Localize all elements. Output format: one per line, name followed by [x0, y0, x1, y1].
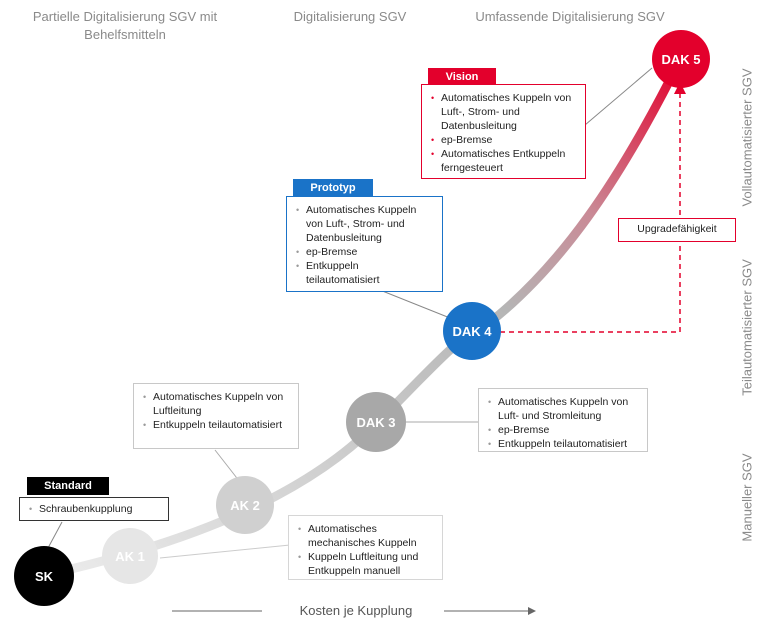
- node-ak2-label: AK 2: [230, 497, 260, 513]
- side-label-teilautomatisiert: Teilautomatisierter SGV: [739, 259, 755, 396]
- ak1-item: Automatisches mechanisches Kuppeln: [297, 522, 434, 550]
- node-ak2: AK 2: [216, 476, 274, 534]
- column-heading-right: Umfassende Digitalisierung SGV: [475, 9, 665, 24]
- side-label-vollautomatisiert: Vollautomatisierter SGV: [739, 68, 755, 207]
- node-sk-label: SK: [34, 568, 54, 584]
- prototyp-item: Entkuppeln teilautomatisiert: [295, 259, 434, 287]
- vision-tag: Vision: [428, 68, 496, 86]
- node-dak5: DAK 5: [652, 30, 710, 88]
- standard-box: Schraubenkupplung: [19, 497, 169, 521]
- standard-tag: Standard: [27, 477, 109, 495]
- upgrade-path: [500, 90, 681, 333]
- prototyp-box: Automatisches Kuppeln von Luft-, Strom- …: [286, 196, 443, 292]
- prototyp-tag: Prototyp: [293, 179, 373, 197]
- ak1-info-box: Automatisches mechanisches Kuppeln Kuppe…: [288, 515, 443, 580]
- vision-item: Automatisches Entkuppeln ferngesteuert: [430, 147, 577, 175]
- node-dak3-label: DAK 3: [356, 414, 396, 430]
- ak2-item: Automatisches Kuppeln von Luftleitung: [142, 390, 290, 418]
- node-dak4-label: DAK 4: [452, 323, 492, 339]
- progression-curve: [40, 55, 685, 580]
- upgrade-arrowhead: [674, 82, 686, 94]
- ak2-item: Entkuppeln teilautomatisiert: [142, 418, 290, 432]
- cost-label: Kosten je Kupplung: [299, 603, 413, 618]
- ak1-item: Kuppeln Luftleitung und Entkuppeln manue…: [297, 550, 434, 578]
- dak3-item: ep-Bremse: [487, 423, 639, 437]
- node-ak1-label: AK 1: [115, 548, 145, 564]
- ak2-info-box: Automatisches Kuppeln von Luftleitung En…: [133, 383, 299, 449]
- connector-ak1: [159, 544, 291, 559]
- connector-prototyp: [379, 289, 451, 319]
- node-dak5-label: DAK 5: [661, 51, 701, 67]
- prototyp-item: ep-Bremse: [295, 245, 434, 259]
- standard-item: Schraubenkupplung: [28, 502, 160, 516]
- node-sk: SK: [14, 546, 74, 606]
- connector-standard: [47, 521, 63, 549]
- vision-item: Automatisches Kuppeln von Luft-, Strom- …: [430, 91, 577, 133]
- column-heading-left: Partielle Digitalisierung SGV mit Behelf…: [32, 9, 218, 42]
- node-dak3: DAK 3: [346, 392, 406, 452]
- node-ak1: AK 1: [102, 528, 158, 584]
- side-label-manuell: Manueller SGV: [739, 453, 755, 542]
- prototyp-item: Automatisches Kuppeln von Luft-, Strom- …: [295, 203, 434, 245]
- node-dak4: DAK 4: [443, 302, 501, 360]
- connector-vision: [584, 67, 653, 126]
- vision-box: Automatisches Kuppeln von Luft-, Strom- …: [421, 84, 586, 179]
- vision-item: ep-Bremse: [430, 133, 577, 147]
- dak3-item: Automatisches Kuppeln von Luft- und Stro…: [487, 395, 639, 423]
- upgrade-label: Upgradefähigkeit: [618, 218, 736, 242]
- column-heading-mid: Digitalisierung SGV: [293, 9, 407, 24]
- cost-arrowhead: [528, 607, 536, 615]
- dak3-item: Entkuppeln teilautomatisiert: [487, 437, 639, 451]
- dak3-info-box: Automatisches Kuppeln von Luft- und Stro…: [478, 388, 648, 452]
